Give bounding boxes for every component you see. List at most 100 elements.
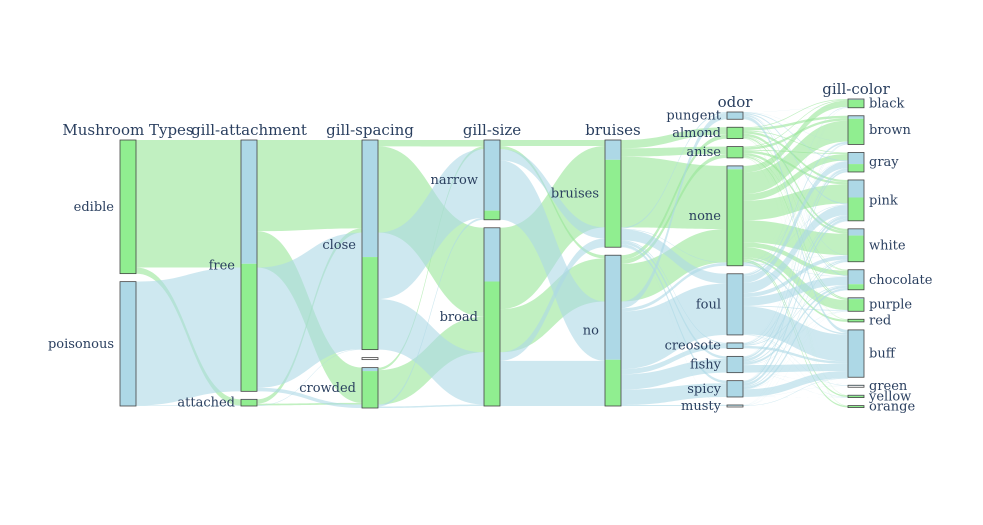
ribbon-odor-poisonous [743,311,848,406]
bar-gill_spacing-crowded-edible[interactable] [362,371,378,408]
bar-odor-almond-edible[interactable] [727,127,743,139]
dimension-title-gill_size: gill-size [463,121,521,139]
bar-gill_color-white-edible[interactable] [848,235,864,262]
ribbon-odor-edible [743,130,848,154]
bar-gill_spacing-crowded-poisonous[interactable] [362,367,378,372]
bar-gill_color-pink-edible[interactable] [848,197,864,221]
ribbon-odor-poisonous [743,372,848,386]
ribbon-odor-poisonous [743,260,848,387]
bar-gill_color-black-poisonous[interactable] [848,99,864,100]
category-label-odor-creosote: creosote [665,339,722,354]
bar-gill_color-purple-edible[interactable] [848,299,864,312]
bar-gill_attachment-attached-edible[interactable] [241,399,257,406]
ribbon-bruises-poisonous [621,262,727,312]
bar-gill_color-red-edible[interactable] [848,319,864,322]
ribbon-odor-poisonous [743,284,848,346]
bar-odor-anise-edible[interactable] [727,146,743,158]
bar-odor-none-edible[interactable] [727,169,743,266]
ribbon-odor-poisonous [743,172,848,406]
ribbon-odor-poisonous [743,218,848,386]
ribbon-odor-poisonous [743,205,848,294]
bar-gill_color-buff-poisonous[interactable] [848,329,864,378]
bar-gill_color-yellow-edible[interactable] [848,395,864,398]
bar-bruises-no-edible[interactable] [605,359,621,406]
bar-odor-spicy-poisonous[interactable] [727,380,743,397]
category-label-gill_color-brown: brown [869,123,911,138]
ribbon-odor-edible [743,120,848,195]
bar-gill_size-narrow-edible[interactable] [484,210,500,220]
bar-gill_color-gray-poisonous[interactable] [848,152,864,165]
ribbon-odor-poisonous [743,141,848,263]
ribbon-odor-poisonous [743,221,848,406]
bar-type-edible-edible[interactable] [120,140,136,274]
bar-odor-foul-poisonous[interactable] [727,273,743,335]
ribbon-odor-poisonous [743,107,848,357]
bar-odor-creosote-poisonous[interactable] [727,342,743,349]
ribbon-odor-poisonous [743,114,848,277]
ribbon-odor-poisonous [743,170,848,384]
bar-outline-gill_color-black [847,98,865,109]
bar-outline-odor-spicy [726,380,744,398]
bar-outline-type-poisonous [119,281,137,407]
bar-outline-gill_spacing-crowded [361,367,379,409]
ribbon-odor-edible [743,242,848,276]
ribbon-gill_spacing-poisonous [378,299,484,405]
ribbon-odor-poisonous [743,112,848,142]
ribbon-odor-poisonous [743,259,848,363]
bar-outline-odor-musty [726,404,744,408]
bar-gill_spacing-close-edible[interactable] [362,257,378,350]
bar-outline-gill_color-purple [847,297,865,312]
bar-gill_attachment-free-edible[interactable] [241,263,257,392]
bar-gill_size-broad-edible[interactable] [484,281,500,406]
bar-odor-none-poisonous[interactable] [727,165,743,170]
bar-outline-odor-creosote [726,342,744,349]
bar-gill_color-pink-poisonous[interactable] [848,179,864,198]
bar-outline-gill_size-broad [483,227,501,407]
ribbon-bruises-poisonous [621,240,727,344]
ribbon-odor-poisonous [743,264,848,335]
bar-gill_color-chocolate-edible[interactable] [848,284,864,290]
ribbon-odor-poisonous [743,378,848,406]
ribbon-odor-edible [743,153,848,201]
bar-gill_spacing-close-poisonous[interactable] [362,140,378,258]
bar-odor-pungent-poisonous[interactable] [727,112,743,120]
ribbon-odor-poisonous [743,305,848,311]
ribbon-odor-poisonous [743,311,848,390]
ribbon-odor-poisonous [743,143,848,357]
ribbon-gill_size-edible [500,258,605,353]
ribbon-odor-poisonous [743,310,848,346]
bar-gill_color-purple-poisonous[interactable] [848,297,864,300]
ribbon-odor-poisonous [743,276,848,306]
ribbon-gill_attachment-poisonous [257,405,362,408]
bar-outline-bruises-bruises [604,139,622,248]
bar-outline-odor-anise [726,146,744,159]
category-label-odor-foul: foul [696,297,721,312]
bar-gill_color-black-edible[interactable] [848,99,864,108]
ribbon-odor-edible [743,99,848,129]
bar-odor-musty-poisonous[interactable] [727,404,743,406]
bar-gill_attachment-free-poisonous[interactable] [241,140,257,264]
ribbon-gill_size-poisonous [500,160,605,361]
ribbon-odor-poisonous [743,168,848,359]
ribbon-odor-poisonous [743,106,848,113]
ribbon-odor-poisonous [743,161,848,263]
ribbon-gill_spacing-poisonous [378,149,484,300]
bar-gill_color-white-poisonous[interactable] [848,228,864,236]
ribbon-odor-poisonous [743,363,848,373]
bar-bruises-bruises-poisonous[interactable] [605,140,621,160]
bar-gill_color-gray-edible[interactable] [848,164,864,172]
bar-gill_color-brown-edible[interactable] [848,118,864,145]
bar-odor-fishy-poisonous[interactable] [727,356,743,373]
bar-gill_color-orange-edible[interactable] [848,405,864,408]
ribbon-odor-poisonous [743,107,848,343]
bar-type-poisonous-poisonous[interactable] [120,281,136,406]
bar-gill_color-brown-poisonous[interactable] [848,115,864,119]
ribbon-odor-poisonous [743,161,848,283]
bar-gill_size-broad-poisonous[interactable] [484,227,500,282]
bar-gill_size-narrow-poisonous[interactable] [484,140,500,211]
ribbon-odor-poisonous [743,348,848,398]
bar-gill_color-chocolate-poisonous[interactable] [848,269,864,285]
bar-bruises-bruises-edible[interactable] [605,159,621,248]
bar-bruises-no-poisonous[interactable] [605,255,621,360]
category-label-gill_color-gray: gray [869,155,899,170]
